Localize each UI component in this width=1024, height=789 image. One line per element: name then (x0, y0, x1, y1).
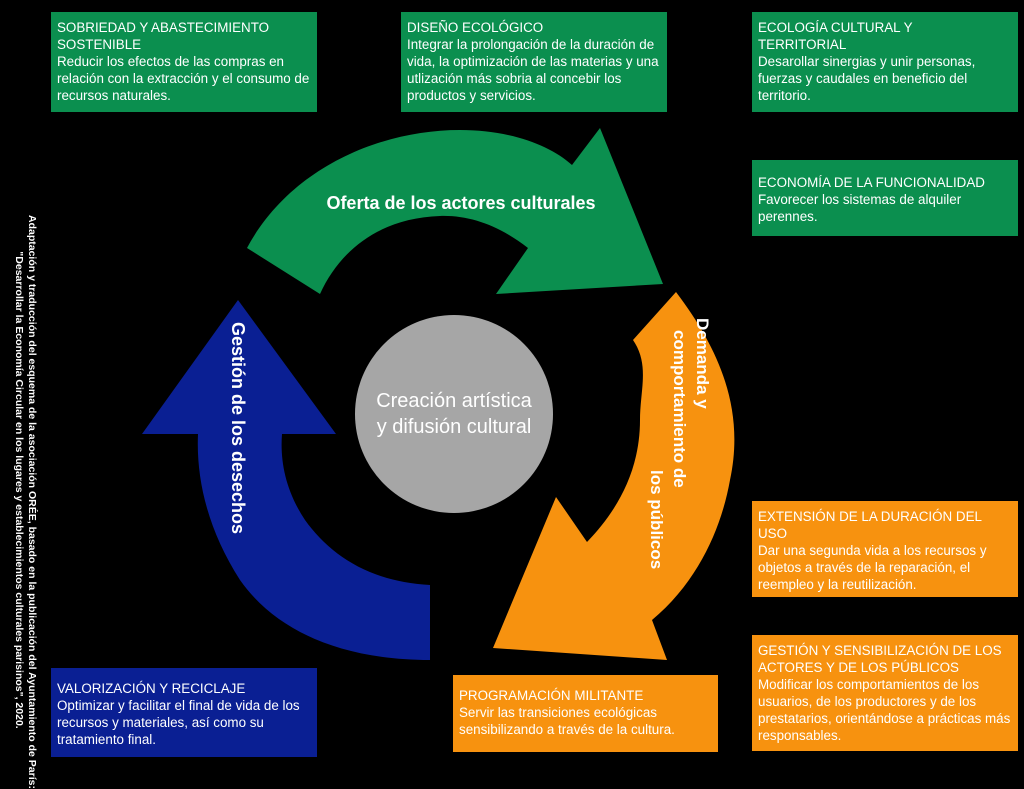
box-valorizacion: VALORIZACIÓN Y RECICLAJE Optimizar y fac… (51, 668, 317, 757)
box-gestion-title-1: GESTIÓN Y SENSIBILIZACIÓN DE LOS (758, 643, 1002, 658)
box-programacion-title: PROGRAMACIÓN MILITANTE (459, 688, 644, 703)
blue-arrow-label: Gestión de los desechos (228, 322, 248, 534)
box-valorizacion-title: VALORIZACIÓN Y RECICLAJE (57, 681, 246, 696)
orange-label-line2: comportamiento de (670, 330, 689, 488)
green-arrow-label: Oferta de los actores culturales (326, 193, 595, 213)
center-label-line1: Creación artística (376, 390, 532, 412)
box-economia-text: Favorecer los sistemas de alquiler peren… (758, 192, 962, 224)
box-gestion-text: Modificar los comportamientos de los usu… (758, 677, 1011, 743)
box-sobriedad-title-1: SOBRIEDAD Y ABASTECIMIENTO (57, 20, 270, 35)
source-note-line1: Adaptación y traducción del esquema de l… (26, 215, 38, 789)
box-extension: EXTENSIÓN DE LA DURACIÓN DEL USO Dar una… (752, 501, 1018, 597)
green-arrow (247, 128, 663, 294)
box-ecologia-text: Desarollar sinergias y unir personas, fu… (758, 54, 976, 103)
box-diseno-text: Integrar la prolongación de la duración … (407, 37, 659, 103)
center-label-line2: y difusión cultural (377, 416, 532, 438)
center-circle (355, 315, 553, 513)
box-ecologia-title-2: TERRITORIAL (758, 37, 847, 52)
blue-arrow (142, 300, 430, 660)
box-sobriedad-text: Reducir los efectos de las compras en re… (57, 54, 310, 103)
cycle-diagram: Oferta de los actores culturales Demanda… (142, 128, 735, 660)
box-ecologia-title-1: ECOLOGÍA CULTURAL Y (758, 20, 913, 35)
orange-arrow (493, 292, 735, 660)
box-economia: ECONOMÍA DE LA FUNCIONALIDAD Favorecer l… (752, 160, 1018, 236)
box-diseno-title: DISEÑO ECOLÓGICO (407, 20, 544, 35)
box-valorizacion-text: Optimizar y facilitar el final de vida d… (57, 698, 300, 747)
box-economia-title: ECONOMÍA DE LA FUNCIONALIDAD (758, 175, 985, 190)
orange-arrow-label: Demanda y comportamiento de los públicos (647, 318, 712, 569)
box-extension-title-1: EXTENSIÓN DE LA DURACIÓN DEL (758, 509, 982, 524)
box-programacion-text: Servir las transiciones ecológicas sensi… (459, 705, 675, 737)
box-sobriedad-title-2: SOSTENIBLE (57, 37, 142, 52)
source-note: Adaptación y traducción del esquema de l… (4, 215, 38, 789)
orange-label-line3: los públicos (647, 470, 666, 569)
orange-label-line1: Demanda y (693, 318, 712, 409)
box-extension-title-2: USO (758, 526, 788, 541)
box-sobriedad: SOBRIEDAD Y ABASTECIMIENTO SOSTENIBLE Re… (51, 12, 317, 112)
box-gestion-title-2: ACTORES Y DE LOS PÚBLICOS (758, 660, 959, 675)
box-gestion: GESTIÓN Y SENSIBILIZACIÓN DE LOS ACTORES… (752, 635, 1018, 751)
source-note-line2: "Desarrollar la Economía Circular en los… (13, 251, 25, 729)
box-ecologia: ECOLOGÍA CULTURAL Y TERRITORIAL Desaroll… (752, 12, 1018, 112)
box-programacion: PROGRAMACIÓN MILITANTE Servir las transi… (453, 675, 718, 752)
box-diseno: DISEÑO ECOLÓGICO Integrar la prolongació… (401, 12, 667, 112)
box-extension-text: Dar una segunda vida a los recursos y ob… (758, 543, 987, 592)
